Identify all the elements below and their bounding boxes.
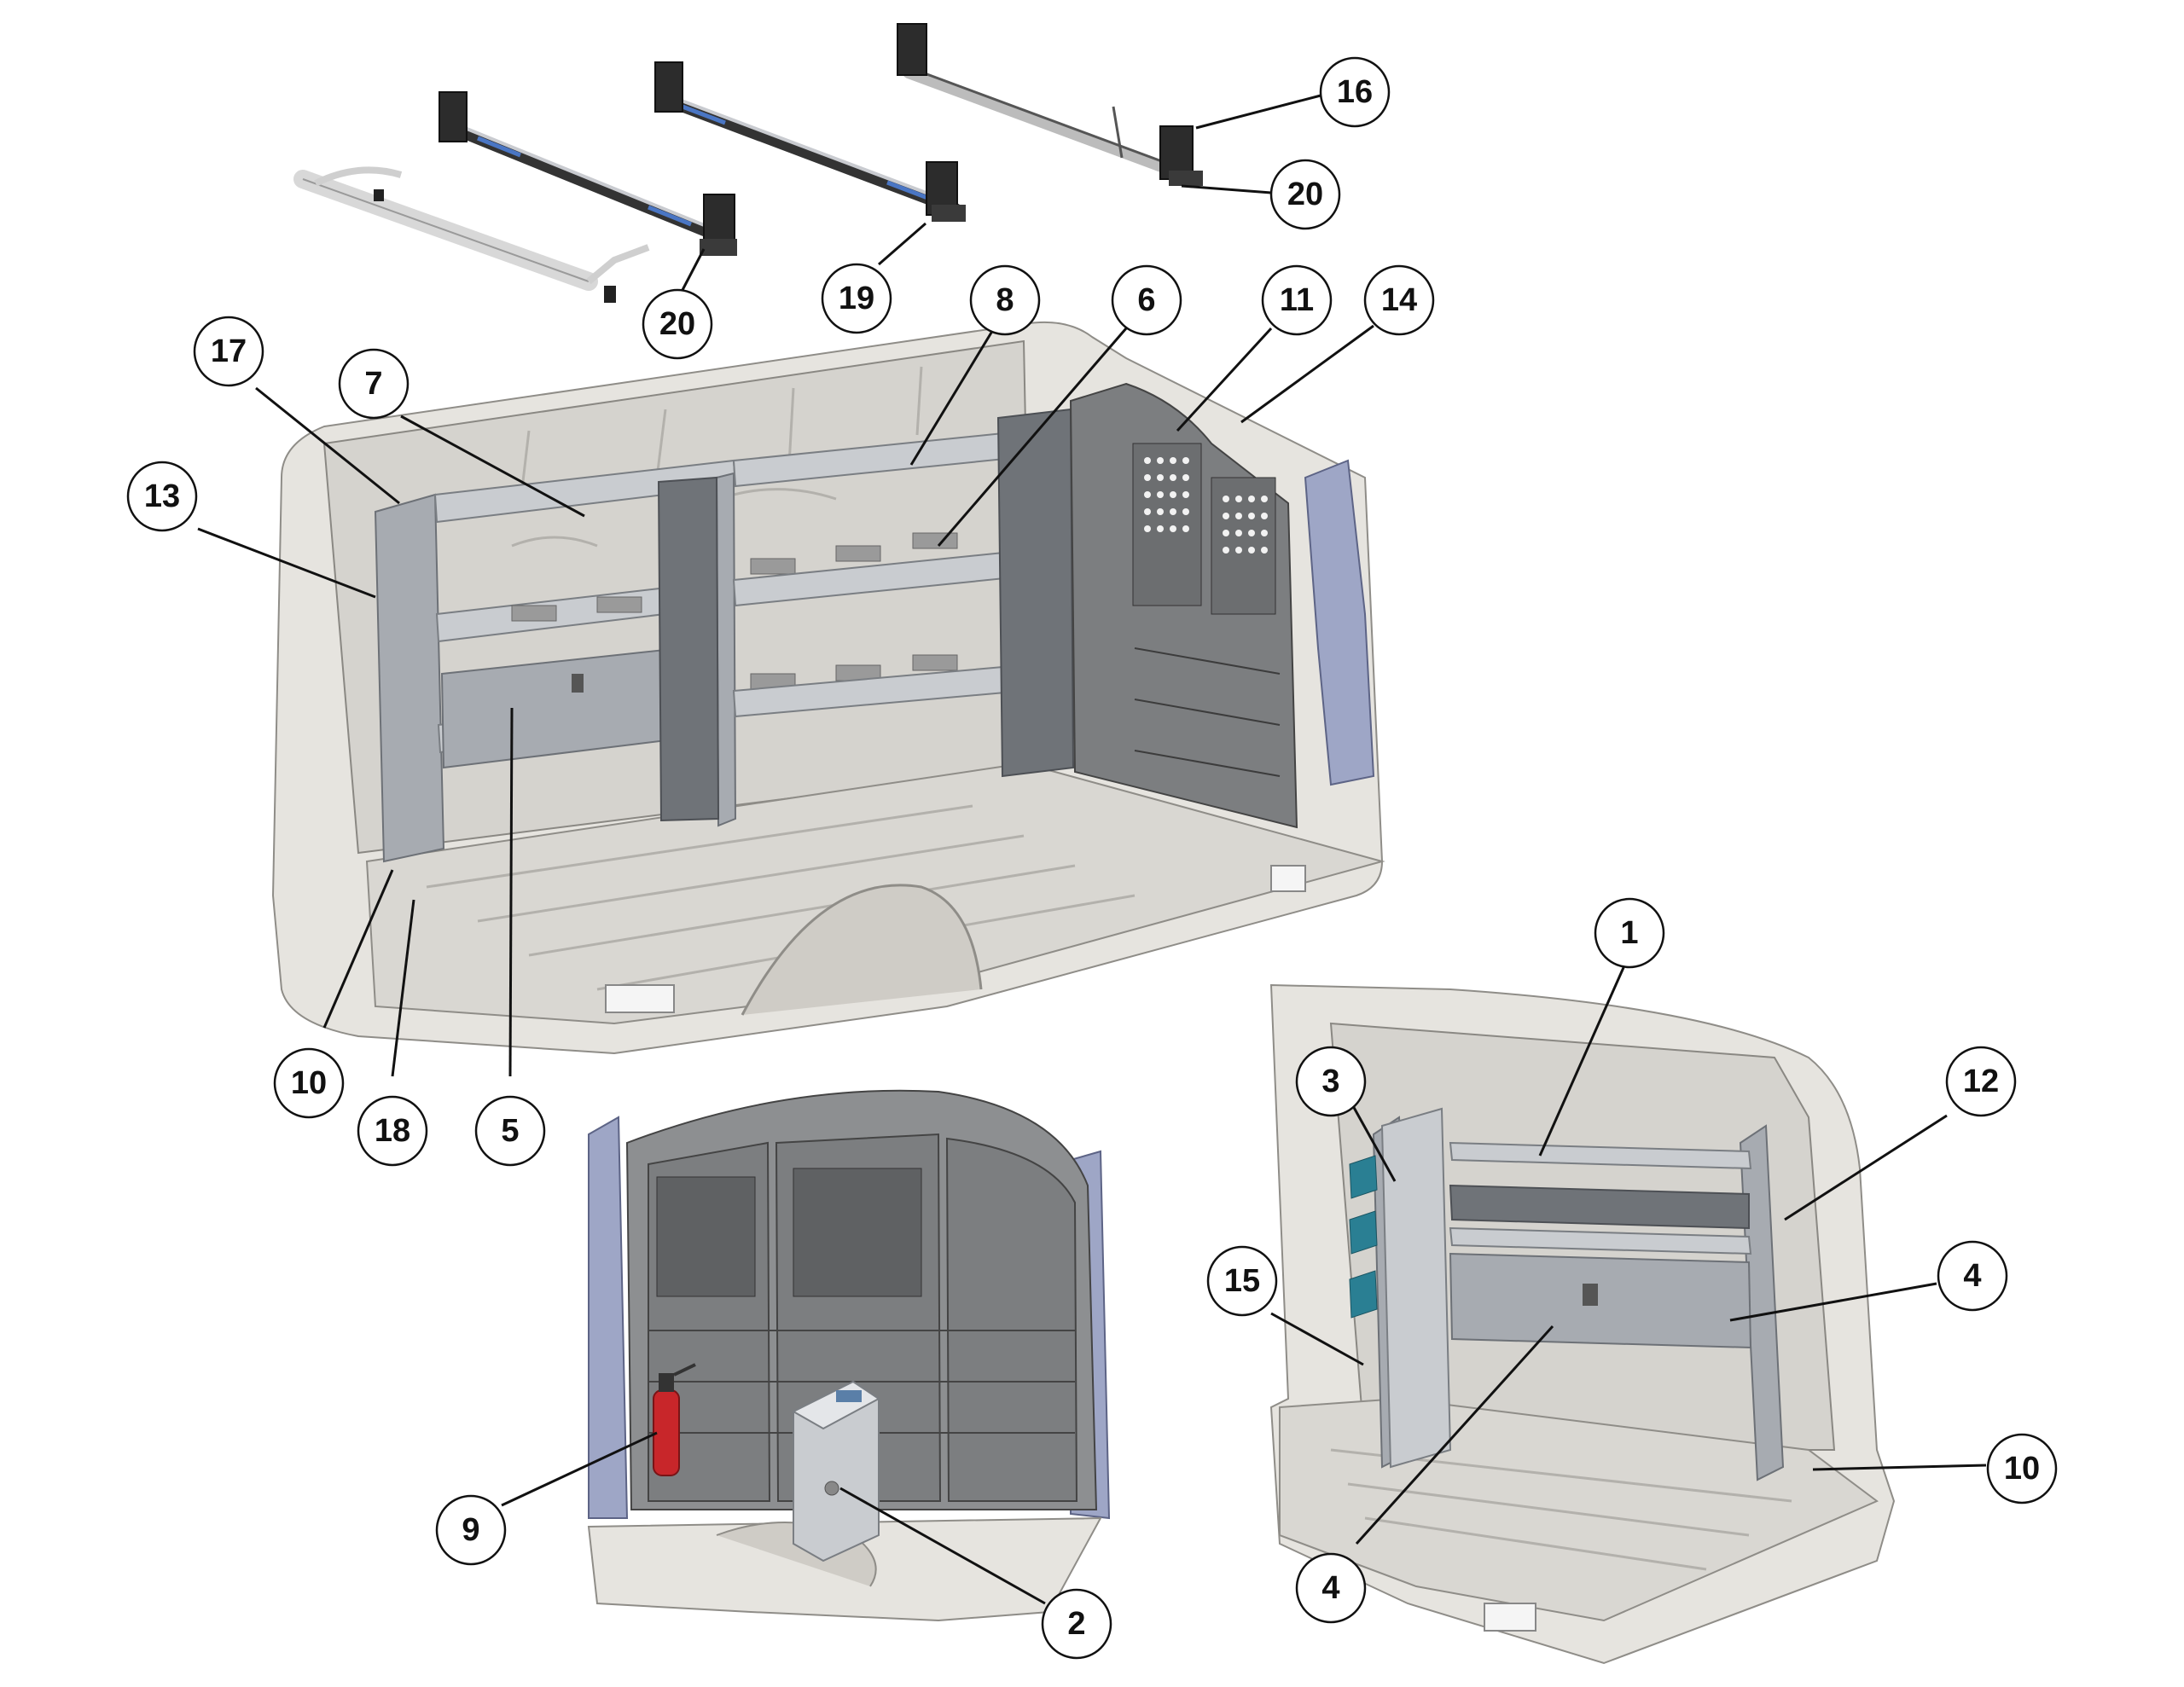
callout-10-rear: 10 xyxy=(1986,1433,2058,1504)
callout-20-left: 20 xyxy=(642,288,713,360)
callout-7: 7 xyxy=(338,348,410,420)
svg-text:1: 1 xyxy=(1620,915,1638,951)
roof-rack-1 xyxy=(439,91,737,256)
bulkhead-partition-view xyxy=(587,1089,1111,1622)
callout-16: 16 xyxy=(1319,56,1391,128)
svg-text:9: 9 xyxy=(462,1512,479,1548)
svg-text:8: 8 xyxy=(996,282,1014,318)
svg-text:19: 19 xyxy=(839,281,874,316)
svg-text:4: 4 xyxy=(1963,1258,1981,1294)
callout-18: 18 xyxy=(357,1095,428,1167)
callout-9: 9 xyxy=(435,1494,507,1566)
svg-text:7: 7 xyxy=(364,366,382,402)
leader-lines xyxy=(197,94,1987,1605)
roof-rack-3 xyxy=(897,23,1203,186)
callout-13: 13 xyxy=(126,461,198,532)
callout-1: 1 xyxy=(1594,897,1665,969)
svg-text:14: 14 xyxy=(1381,282,1417,318)
bulkhead-mesh-left xyxy=(1144,457,1189,532)
svg-text:11: 11 xyxy=(1280,282,1314,318)
svg-text:15: 15 xyxy=(1224,1263,1260,1299)
svg-text:6: 6 xyxy=(1137,282,1155,318)
svg-text:4: 4 xyxy=(1321,1570,1339,1606)
rear-door-shelving-view xyxy=(1269,983,1896,1665)
svg-text:16: 16 xyxy=(1337,74,1373,110)
callout-4-right: 4 xyxy=(1937,1240,2008,1312)
svg-text:20: 20 xyxy=(1287,177,1323,212)
roof-rack-ladder-bar xyxy=(293,166,650,303)
callout-6: 6 xyxy=(1111,264,1182,336)
bulkhead-mesh-right xyxy=(1223,496,1268,554)
van-interior-main xyxy=(271,321,1385,1055)
svg-text:5: 5 xyxy=(501,1113,519,1149)
callout-15: 15 xyxy=(1206,1245,1278,1317)
svg-text:10: 10 xyxy=(291,1065,327,1101)
svg-text:20: 20 xyxy=(659,306,695,342)
callout-11: 11 xyxy=(1261,264,1333,336)
callout-4-bottom: 4 xyxy=(1295,1552,1367,1624)
callout-17: 17 xyxy=(193,316,264,387)
callout-5: 5 xyxy=(474,1095,546,1167)
svg-text:3: 3 xyxy=(1321,1064,1339,1099)
svg-text:13: 13 xyxy=(144,478,180,514)
svg-text:18: 18 xyxy=(375,1113,410,1149)
callout-10-main: 10 xyxy=(273,1047,345,1119)
svg-text:17: 17 xyxy=(211,333,247,369)
svg-text:12: 12 xyxy=(1963,1064,1999,1099)
callout-2: 2 xyxy=(1041,1588,1112,1660)
svg-text:2: 2 xyxy=(1067,1606,1085,1642)
callout-20-right: 20 xyxy=(1269,159,1341,230)
callout-3: 3 xyxy=(1295,1046,1367,1117)
roof-rack-2 xyxy=(654,61,966,222)
callout-14: 14 xyxy=(1363,264,1435,336)
callout-19: 19 xyxy=(821,263,892,334)
callout-12: 12 xyxy=(1945,1046,2017,1117)
callout-8: 8 xyxy=(969,264,1041,336)
svg-text:10: 10 xyxy=(2004,1451,2040,1487)
callouts: 16 20 20 19 8 6 11 14 17 7 13 10 18 5 1 … xyxy=(126,56,2058,1660)
fire-extinguisher-icon xyxy=(653,1389,680,1476)
